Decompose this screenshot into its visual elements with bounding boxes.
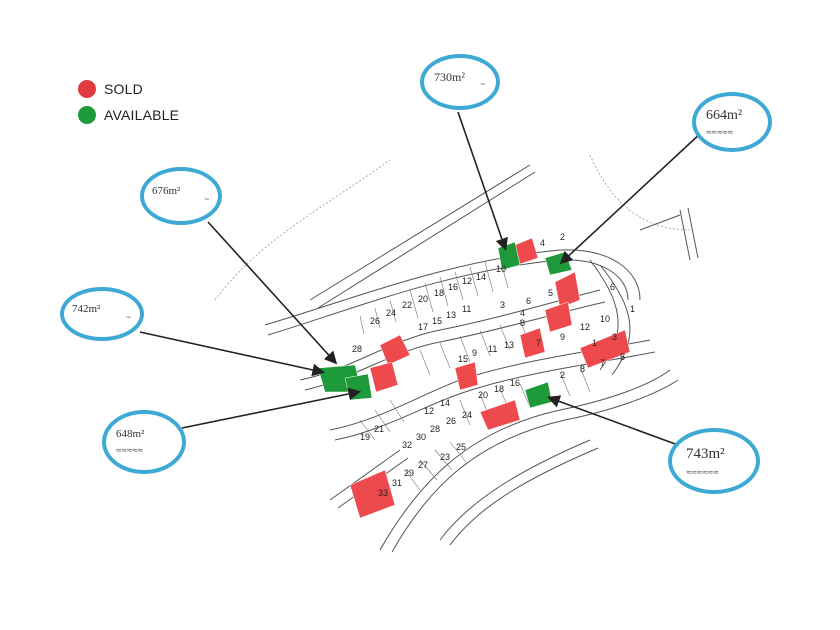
lot-number: 5: [548, 288, 553, 298]
available-swatch: [78, 106, 96, 124]
lot-number: 14: [476, 272, 486, 282]
callout-730: 730m² ~: [420, 54, 500, 110]
contour-line: [214, 159, 391, 301]
lot-number: 7: [536, 338, 541, 348]
scribble-mark: ≈≈≈≈≈: [116, 446, 144, 456]
sold-lots: [349, 237, 631, 519]
lot-number: 28: [430, 424, 440, 434]
lot-number: 23: [440, 452, 450, 462]
lot-number: 19: [360, 432, 370, 442]
available-lots: [317, 241, 573, 409]
callout-664: 664m² ≈≈≈≈≈: [692, 92, 772, 152]
scribble-mark: ~: [204, 195, 210, 205]
arrow-742: [139, 331, 326, 377]
lot-number: 4: [520, 308, 525, 318]
lot-number: 17: [418, 322, 428, 332]
legend-sold-label: SOLD: [104, 81, 143, 97]
lot-number: 24: [462, 410, 472, 420]
lot-number-labels: 1042141216182022242628151713116358791210…: [352, 232, 635, 498]
arrow-664: [559, 131, 703, 265]
lot-number: 20: [418, 294, 428, 304]
arrow-648: [181, 387, 362, 429]
lot-number: 11: [488, 344, 497, 354]
lot-number: 6: [526, 296, 531, 306]
lot-number: 1: [592, 338, 597, 348]
callout-648-area: 648m²: [116, 428, 145, 440]
lot-number: 12: [580, 322, 590, 332]
callout-743: 743m² ≈≈≈≈≈≈: [668, 428, 760, 494]
callout-676-area: 676m²: [152, 185, 181, 197]
lot-number: 3: [500, 300, 505, 310]
lot-number: 12: [424, 406, 434, 416]
lot-number: 9: [560, 332, 565, 342]
lot-divisions: [359, 257, 591, 491]
scribble-mark: ≈≈≈≈≈≈: [686, 468, 719, 478]
callout-743-area: 743m²: [686, 446, 725, 462]
lot-number: 26: [370, 316, 380, 326]
lot-number: 10: [496, 264, 506, 274]
lot-number: 28: [352, 344, 362, 354]
callout-742: 742m² ~: [60, 287, 144, 341]
lot-number: 25: [456, 442, 466, 452]
lot-number: 4: [540, 238, 545, 248]
legend: SOLD AVAILABLE: [78, 76, 179, 128]
lot-number: 21: [374, 424, 384, 434]
lot-number: 6: [610, 282, 615, 292]
arrow-676: [207, 221, 338, 365]
legend-available-label: AVAILABLE: [104, 107, 180, 123]
lot-number: 8: [520, 318, 525, 328]
lot-number: 14: [440, 398, 450, 408]
callout-742-area: 742m²: [72, 303, 101, 315]
lot-number: 7: [600, 358, 605, 368]
callout-676: 676m² ~: [140, 167, 222, 225]
lot-number: 13: [446, 310, 456, 320]
callout-664-area: 664m²: [706, 108, 743, 123]
lot-number: 15: [458, 354, 468, 364]
lot-number: 18: [494, 384, 504, 394]
arrow-743: [546, 395, 679, 446]
contour-line: [589, 154, 691, 231]
lot-number: 11: [462, 304, 471, 314]
lot-number: 2: [560, 232, 565, 242]
lot-number: 9: [472, 348, 477, 358]
scribble-mark: ~: [480, 80, 486, 90]
lot-number: 12: [462, 276, 472, 286]
legend-available: AVAILABLE: [78, 102, 179, 128]
lot-number: 10: [600, 314, 610, 324]
lot-number: 16: [448, 282, 458, 292]
lot-number: 27: [418, 460, 428, 470]
lot-number: 5: [620, 352, 625, 362]
lot-number: 8: [580, 364, 585, 374]
lot-number: 15: [432, 316, 442, 326]
arrow-730: [457, 111, 508, 252]
legend-sold: SOLD: [78, 76, 179, 102]
callout-arrows: [139, 111, 703, 446]
callout-648: 648m² ≈≈≈≈≈: [102, 410, 186, 474]
lot-number: 2: [560, 370, 565, 380]
lot-number: 16: [510, 378, 520, 388]
lot-number: 1: [630, 304, 635, 314]
lot-number: 24: [386, 308, 396, 318]
lot-number: 31: [392, 478, 402, 488]
sold-swatch: [78, 80, 96, 98]
lot-number: 13: [504, 340, 514, 350]
lot-number: 3: [612, 332, 617, 342]
lot-number: 18: [434, 288, 444, 298]
lot-number: 32: [402, 440, 412, 450]
callout-730-area: 730m²: [434, 70, 465, 84]
lot-number: 30: [416, 432, 426, 442]
road-network: [264, 164, 699, 553]
lot-number: 22: [402, 300, 412, 310]
lot-number: 20: [478, 390, 488, 400]
lot-number: 33: [378, 488, 388, 498]
scribble-mark: ≈≈≈≈≈: [706, 128, 734, 138]
lot-number: 26: [446, 416, 456, 426]
scribble-mark: ~: [126, 313, 132, 323]
lot-number: 29: [404, 468, 414, 478]
